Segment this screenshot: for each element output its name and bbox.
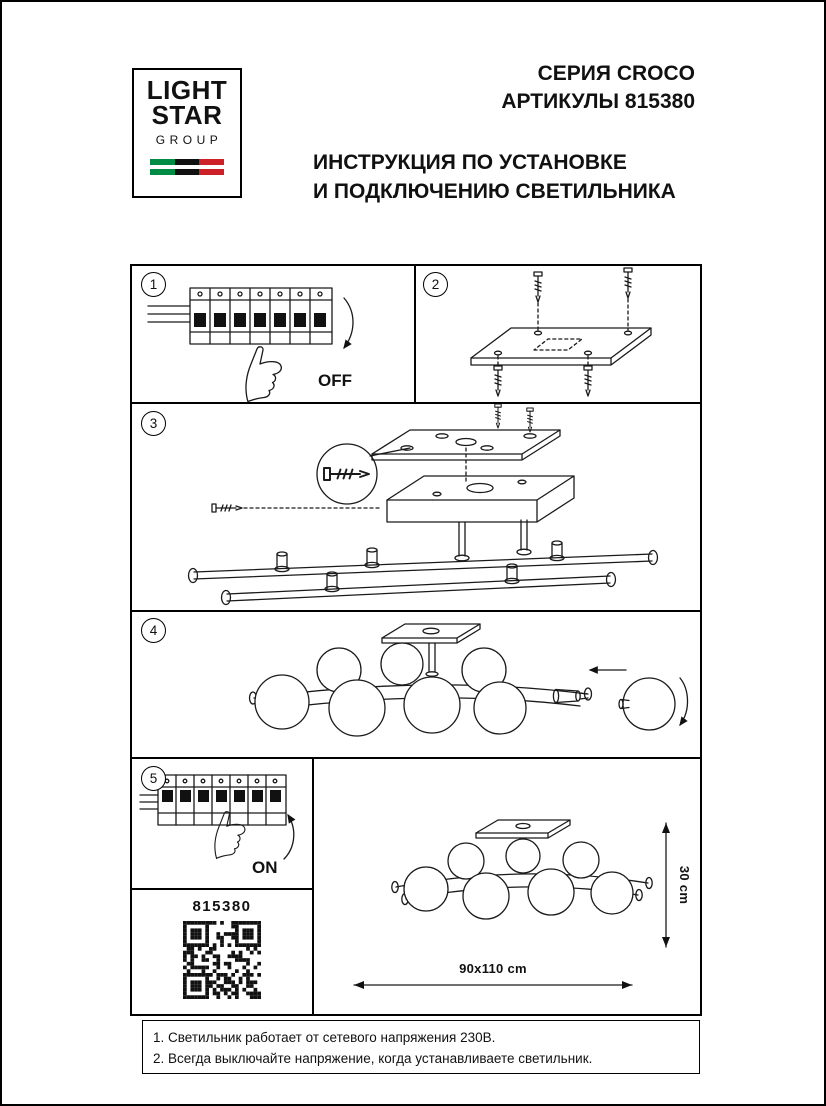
on-arrow-icon <box>283 813 296 860</box>
on-label: ON <box>252 858 278 877</box>
step2-number: 2 <box>423 272 448 297</box>
note-line-1: 1. Светильник работает от сетевого напря… <box>153 1030 496 1045</box>
final-fixture-illustration: 90x110 cm 30 cm <box>353 819 692 989</box>
breaker-on-illustration: ON <box>139 774 296 877</box>
page-title: ИНСТРУКЦИЯ ПО УСТАНОВКЕ И ПОДКЛЮЧЕНИЮ СВ… <box>313 148 676 206</box>
stems <box>454 519 532 562</box>
circuit-breaker-panel <box>147 287 333 345</box>
step3-panel <box>130 402 702 612</box>
step5-number: 5 <box>141 766 166 791</box>
circuit-breaker-panel <box>139 774 287 826</box>
breaker-off-illustration: OFF <box>147 287 354 402</box>
anchor-screws <box>493 267 633 397</box>
height-dimension <box>662 822 670 948</box>
bracket-screws <box>494 404 534 433</box>
hand-icon <box>214 811 246 860</box>
article-qr-panel: 815380 <box>130 888 314 1016</box>
socket-part <box>552 688 589 704</box>
article-number: 815380 <box>192 898 252 915</box>
step1-number: 1 <box>141 272 166 297</box>
lightstar-logo: LIGHT STAR GROUP <box>132 68 242 198</box>
logo-text-light: LIGHT <box>146 75 228 105</box>
assembly-exploded-illustration <box>187 404 659 606</box>
logo-text-group: GROUP <box>155 133 223 147</box>
mounting-plate-illustration <box>470 267 652 397</box>
screw-detail-circle <box>316 443 411 505</box>
width-dimension <box>353 981 633 989</box>
glass-globes <box>254 642 527 737</box>
step3-number: 3 <box>141 411 166 436</box>
height-label: 30 cm <box>677 866 692 904</box>
page-title-line2: И ПОДКЛЮЧЕНИЮ СВЕТИЛЬНИКА <box>313 180 676 203</box>
article-title: АРТИКУЛЫ 815380 <box>501 90 695 113</box>
safety-notes: 1. Светильник работает от сетевого напря… <box>142 1020 700 1074</box>
breaker-toggles-off <box>194 313 326 327</box>
step4-number: 4 <box>141 618 166 643</box>
step1-panel: OFF <box>130 264 416 404</box>
detached-globe <box>618 677 676 731</box>
glass-globes <box>403 838 634 920</box>
page-title-line1: ИНСТРУКЦИЯ ПО УСТАНОВКЕ <box>313 151 627 174</box>
breaker-toggles-on <box>162 790 281 802</box>
italian-flag-stripes-icon <box>150 159 225 175</box>
qr-code <box>183 921 261 999</box>
step2-panel <box>414 264 702 404</box>
final-product-panel: 90x110 cm 30 cm <box>312 757 702 1016</box>
step5-panel: ON <box>130 757 314 890</box>
hand-icon <box>245 346 282 402</box>
rotate-arrow-icon <box>679 677 689 727</box>
off-label: OFF <box>318 371 352 390</box>
logo-text-star: STAR <box>151 100 223 130</box>
step4-panel <box>130 610 702 759</box>
fixture-frame <box>187 540 659 606</box>
globes-install-illustration <box>248 623 689 737</box>
off-arrow-icon <box>343 297 354 350</box>
side-screw <box>211 503 383 513</box>
note-line-2: 2. Всегда выключайте напряжение, когда у… <box>153 1051 593 1066</box>
mounting-plate <box>470 327 652 366</box>
canopy-box <box>386 475 575 523</box>
series-title: СЕРИЯ CROCO <box>537 62 695 85</box>
width-label: 90x110 cm <box>459 961 527 976</box>
